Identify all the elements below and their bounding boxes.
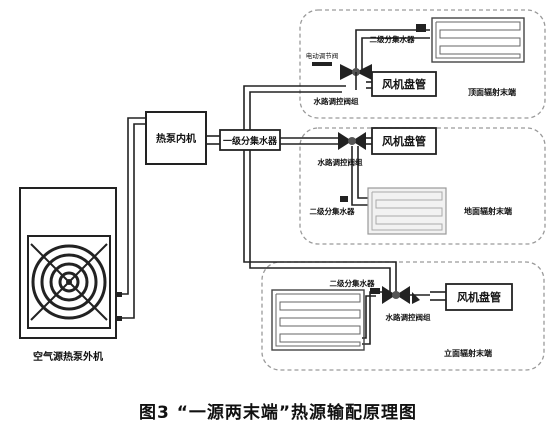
zone-bottom-secondary-label: 二级分集水器	[330, 278, 375, 288]
zone-top-fancoil-label: 风机盘管	[382, 77, 426, 91]
zone-outline-bottom	[261, 261, 545, 371]
zone-middle-fancoil-label: 风机盘管	[382, 134, 426, 148]
outdoor-unit-label: 空气源热泵外机	[33, 350, 103, 363]
zone-outline-top	[299, 9, 546, 119]
zone-bottom	[271, 283, 513, 351]
zone-top-small-label: 电动调节阀	[306, 51, 339, 60]
zone-bottom-valve-label: 水路调控阀组	[386, 312, 431, 322]
primary-distributor-label: 一级分集水器	[223, 135, 278, 147]
pipe-indoor-distributor	[206, 135, 220, 145]
zone-middle-valve-label: 水路调控阀组	[318, 157, 363, 167]
pipe-outdoor-indoor	[122, 117, 146, 319]
radiant-coil-ceiling	[431, 17, 525, 63]
valve-group-icon	[338, 132, 366, 150]
zone-top-valve-label: 水路调控阀组	[314, 96, 359, 106]
main-pipes	[243, 85, 397, 292]
outdoor-unit	[19, 187, 122, 339]
zone-top	[312, 17, 525, 97]
zone-middle-radiant-label: 地面辐射末端	[464, 206, 512, 216]
zone-middle	[338, 127, 447, 235]
zone-top-secondary-label: 二级分集水器	[370, 34, 415, 44]
valve-group-icon	[340, 64, 372, 90]
valve-group-icon	[382, 286, 430, 304]
indoor-unit	[145, 111, 207, 165]
zone-top-radiant-label: 顶面辐射末端	[468, 87, 516, 97]
zone-bottom-fancoil-label: 风机盘管	[457, 290, 501, 304]
zone-middle-secondary-label: 二级分集水器	[310, 206, 355, 216]
figure-caption: 图3 “一源两末端”热源输配原理图	[138, 403, 418, 423]
indoor-unit-label: 热泵内机	[156, 132, 196, 145]
radiant-coil-floor	[367, 187, 447, 235]
radiant-coil-vertical	[271, 289, 365, 351]
fan-icon	[30, 243, 108, 321]
zone-bottom-radiant-label: 立面辐射末端	[444, 348, 492, 358]
zone-outline-middle	[299, 127, 546, 245]
